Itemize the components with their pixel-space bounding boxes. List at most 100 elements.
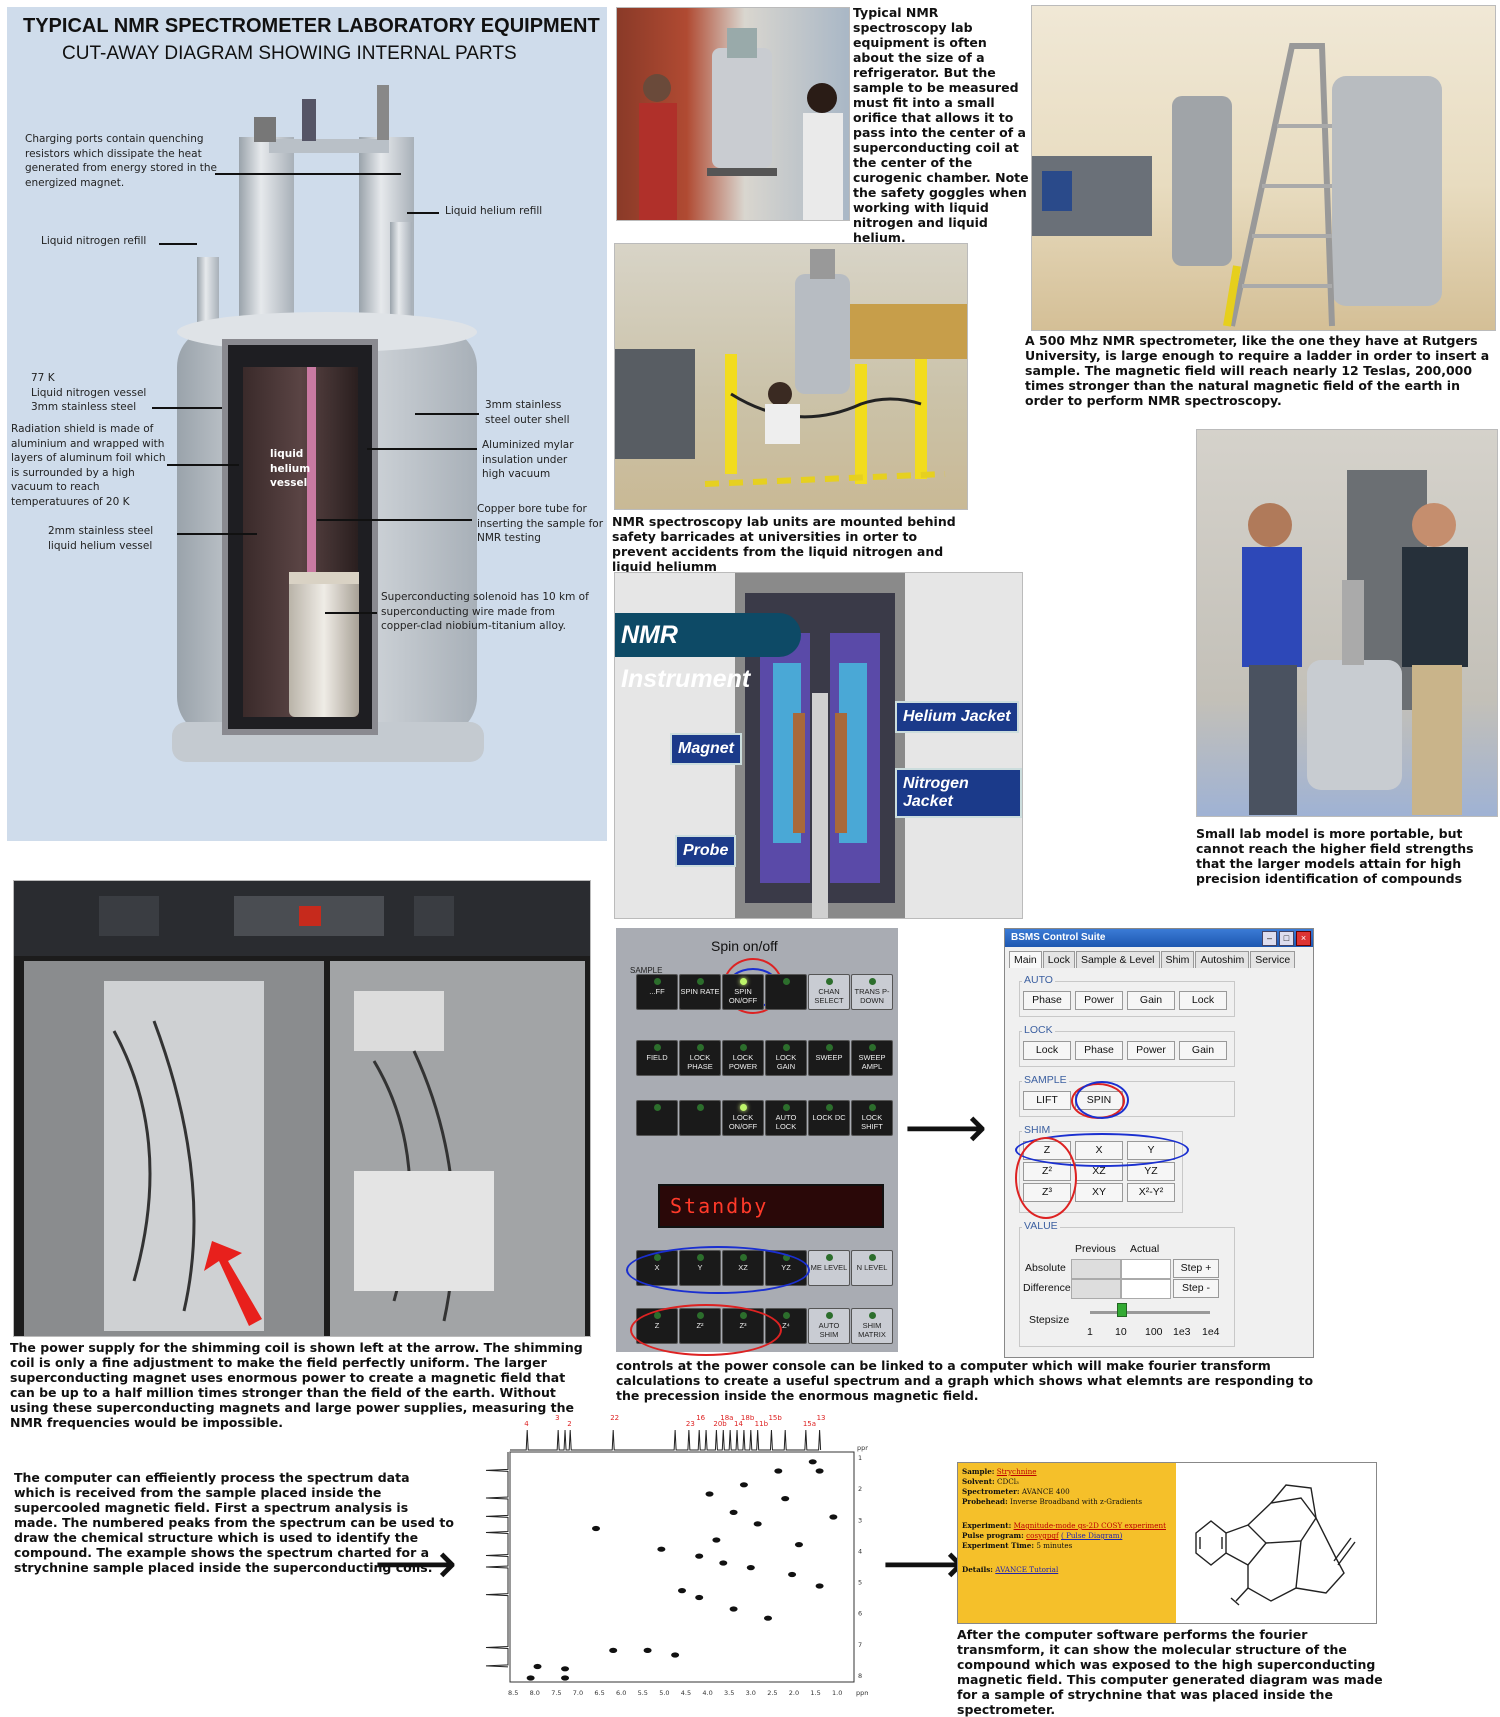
tab-sample-level[interactable]: Sample & Level — [1075, 951, 1160, 968]
time-value: 5 minutes — [1036, 1541, 1073, 1550]
tick-label: 1e3 — [1173, 1326, 1191, 1338]
peak-label: 18b — [741, 1415, 755, 1422]
console-key[interactable]: ME LEVEL — [808, 1250, 850, 1286]
tab-shim[interactable]: Shim — [1160, 951, 1195, 968]
shim-xy-button[interactable]: XY — [1075, 1183, 1123, 1202]
cross-peak — [729, 1509, 738, 1515]
caption-structure: After the computer software performs the… — [957, 1627, 1383, 1717]
console-key[interactable]: AUTO LOCK — [765, 1100, 807, 1136]
console-key[interactable]: LOCK DC — [808, 1100, 850, 1136]
console-key[interactable]: FIELD — [636, 1040, 678, 1076]
tab-autoshim[interactable]: Autoshim — [1195, 951, 1250, 968]
key-led-icon — [782, 978, 790, 985]
lock-lock-button[interactable]: Lock — [1023, 1041, 1071, 1060]
details-label: Details: — [962, 1565, 993, 1574]
sample-link[interactable]: Strychnine — [996, 1467, 1037, 1476]
shim-x2y2-button[interactable]: X²-Y² — [1127, 1183, 1175, 1202]
y-tick-label: 5 — [858, 1579, 862, 1587]
peak-label: 12 — [672, 1415, 681, 1416]
cross-peak — [729, 1606, 738, 1612]
tab-main[interactable]: Main — [1009, 951, 1042, 968]
experiment-link[interactable]: Magnitude-mode gs-2D COSY experiment — [1013, 1521, 1166, 1530]
peak-label: 14 — [734, 1420, 743, 1428]
step-plus-button[interactable]: Step + — [1173, 1259, 1219, 1278]
label-nitrogen-vessel: 77 K Liquid nitrogen vessel 3mm stainles… — [31, 372, 147, 413]
console-key[interactable]: SPIN ON/OFF — [722, 974, 764, 1010]
lift-button[interactable]: LIFT — [1023, 1091, 1071, 1110]
leader-line — [215, 173, 401, 175]
cross-peak — [739, 1482, 748, 1488]
stepsize-slider-thumb[interactable] — [1117, 1303, 1127, 1317]
console-key[interactable]: TRANS P-DOWN — [851, 974, 893, 1010]
minimize-icon[interactable]: – — [1262, 931, 1277, 946]
leader-line — [325, 612, 377, 614]
x-tick-label: 1.0 — [832, 1689, 842, 1697]
pulse-link[interactable]: cosygpqf — [1026, 1531, 1059, 1540]
peak-label: 23 — [686, 1420, 695, 1428]
y-tick-label: 4 — [858, 1547, 862, 1555]
console-key[interactable]: LOCK SHIFT — [851, 1100, 893, 1136]
spectrum-frame — [509, 1451, 855, 1683]
tab-lock[interactable]: Lock — [1042, 951, 1075, 968]
lock-gain-button[interactable]: Gain — [1179, 1041, 1227, 1060]
difference-previous-field[interactable] — [1071, 1279, 1121, 1299]
console-key[interactable]: AUTO SHIM — [808, 1308, 850, 1344]
cross-peak — [561, 1675, 570, 1681]
label-solenoid: Superconducting solenoid has 10 km of su… — [381, 591, 589, 632]
auto-group-label: AUTO — [1022, 974, 1055, 986]
lock-group: LOCK — [1019, 1024, 1235, 1067]
console-key[interactable] — [679, 1100, 721, 1136]
solvent-label: Solvent: — [962, 1477, 995, 1486]
maximize-icon[interactable]: □ — [1279, 931, 1294, 946]
console-key[interactable] — [636, 1100, 678, 1136]
console-key[interactable]: LOCK POWER — [722, 1040, 764, 1076]
auto-lock-button[interactable]: Lock — [1179, 991, 1227, 1010]
x-tick-label: 7.0 — [573, 1689, 583, 1697]
lock-power-button[interactable]: Power — [1127, 1041, 1175, 1060]
console-key[interactable]: LOCK GAIN — [765, 1040, 807, 1076]
pulse-diagram-link[interactable]: ( Pulse Diagram) — [1061, 1531, 1123, 1540]
console-key[interactable]: ...FF — [636, 974, 678, 1010]
console-key-label: N LEVEL — [856, 1263, 888, 1272]
console-display: Standby — [658, 1184, 884, 1228]
label-probe: Probe — [675, 835, 737, 867]
auto-gain-button[interactable]: Gain — [1127, 991, 1175, 1010]
console-key[interactable]: SWEEP AMPL — [851, 1040, 893, 1076]
absolute-actual-field[interactable] — [1121, 1259, 1171, 1279]
auto-power-button[interactable]: Power — [1075, 991, 1123, 1010]
console-key-label: SWEEP — [815, 1053, 843, 1062]
console-key-label: CHAN SELECT — [814, 987, 844, 1005]
caption-lab1: Typical NMR spectroscopy lab equipment i… — [853, 5, 1029, 245]
peak-label: 20a — [748, 1415, 761, 1416]
console-key[interactable]: N LEVEL — [851, 1250, 893, 1286]
peak-label: 1 — [562, 1415, 566, 1416]
key-led-icon — [653, 1104, 661, 1111]
difference-actual-field[interactable] — [1121, 1279, 1171, 1299]
lock-phase-button[interactable]: Phase — [1075, 1041, 1123, 1060]
console-key[interactable]: SWEEP — [808, 1040, 850, 1076]
console-key[interactable]: SHIM MATRIX — [851, 1308, 893, 1344]
absolute-previous-field[interactable] — [1071, 1259, 1121, 1279]
step-minus-button[interactable]: Step - — [1173, 1279, 1219, 1298]
details-link[interactable]: AVANCE Tutorial — [995, 1565, 1059, 1574]
console-key[interactable]: LOCK ON/OFF — [722, 1100, 764, 1136]
shim-yz-button[interactable]: YZ — [1127, 1162, 1175, 1181]
console-key[interactable] — [765, 974, 807, 1010]
tab-service[interactable]: Service — [1250, 951, 1296, 968]
stepsize-slider[interactable] — [1090, 1311, 1210, 1314]
auto-phase-button[interactable]: Phase — [1023, 991, 1071, 1010]
cross-peak — [788, 1571, 797, 1578]
console-key[interactable]: SPIN RATE — [679, 974, 721, 1010]
key-led-icon — [868, 1104, 876, 1111]
sample-group-label: SAMPLE — [1022, 1074, 1069, 1086]
console-key[interactable]: LOCK PHASE — [679, 1040, 721, 1076]
console-key[interactable]: CHAN SELECT — [808, 974, 850, 1010]
console-key-label: ME LEVEL — [810, 1263, 848, 1272]
cross-peak — [774, 1468, 783, 1474]
x-tick-label: 5.5 — [638, 1689, 648, 1697]
console-key-label: AUTO SHIM — [818, 1321, 840, 1339]
close-icon[interactable]: × — [1296, 931, 1311, 946]
console-key-label: SHIM MATRIX — [858, 1321, 886, 1339]
cross-peak — [526, 1675, 535, 1681]
